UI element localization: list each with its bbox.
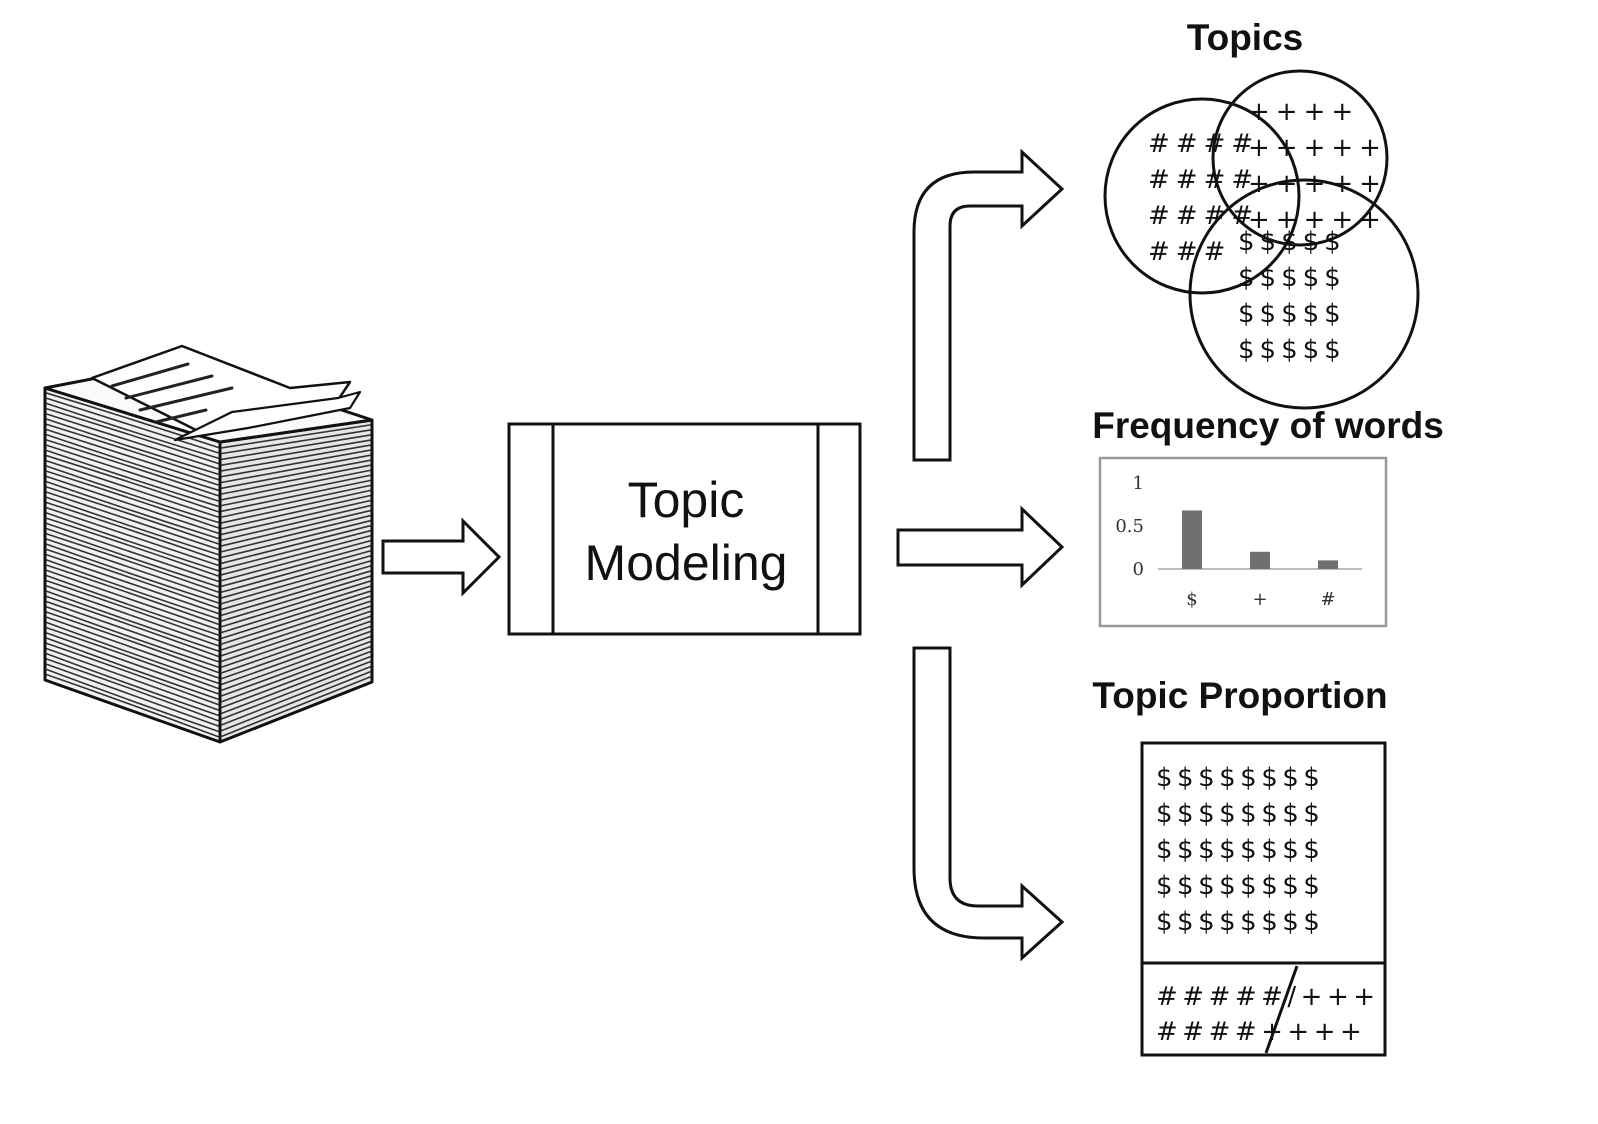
frequency-panel: Frequency of words 1 0.5 0 $ + #: [1092, 405, 1444, 628]
frequency-chart-frame: [1098, 456, 1388, 628]
box-label-line2: Modeling: [585, 535, 788, 591]
proportion-dollar-words: $$$$$$$$ $$$$$$$$ $$$$$$$$ $$$$$$$$ $$$$$$$$: [1156, 763, 1324, 937]
box-label-line1: Topic: [628, 472, 745, 528]
topic-circle-dollar: [1188, 178, 1420, 410]
plus-word-row: +++++: [1248, 205, 1387, 235]
proportion-mixed-row: ####++++: [1156, 1017, 1366, 1047]
topic-dollar-words: $$$$$ $$$$$ $$$$$ $$$$$: [1238, 227, 1346, 365]
proportion-panel: Topic Proportion $$$$$$$$$$$$$$$$$$$$$$$…: [1092, 675, 1388, 1057]
arrow-to-proportion: [912, 646, 1065, 962]
topic-plus-words: +++++++++++++++++++: [1248, 97, 1387, 235]
topic-modeling-box: Topic Modeling: [507, 422, 862, 636]
dollar-word-row: $$$$$: [1238, 335, 1346, 365]
y-tick-label: 1: [1133, 473, 1144, 494]
frequency-bar: [1182, 510, 1202, 569]
frequency-bar-chart: 1 0.5 0 $ + #: [1115, 473, 1362, 610]
frequency-bar: [1318, 560, 1338, 569]
proportion-dollar-row: $$$$$$$$: [1156, 763, 1324, 793]
arrow-to-frequency: [896, 505, 1065, 589]
hash-word-row: ####: [1148, 201, 1259, 231]
proportion-dollar-row: $$$$$$$$: [1156, 907, 1324, 937]
proportion-title: Topic Proportion: [1092, 675, 1387, 716]
y-tick-label: 0.5: [1115, 516, 1144, 537]
proportion-mixed-row: #####/+++: [1156, 982, 1380, 1012]
proportion-diagonal-divider: [1264, 965, 1299, 1054]
proportion-dollar-row: $$$$$$$$: [1156, 871, 1324, 901]
plus-word-row: ++++: [1248, 97, 1359, 127]
stack-of-documents-icon: [43, 344, 374, 744]
hash-word-row: ###: [1148, 237, 1231, 267]
topic-circle-plus: [1211, 69, 1389, 247]
proportion-document: [1140, 741, 1387, 1057]
dollar-word-row: $$$$$: [1238, 299, 1346, 329]
topics-panel: Topics ############### +++++++++++++++++…: [1103, 17, 1420, 410]
proportion-mixed-words: #####/+++ ####++++: [1156, 982, 1380, 1047]
frequency-title: Frequency of words: [1092, 405, 1444, 446]
topics-title: Topics: [1187, 17, 1304, 58]
frequency-bar: [1250, 551, 1270, 569]
x-category-label: $: [1186, 589, 1197, 610]
arrow-to-topics: [912, 148, 1065, 462]
x-category-label: +: [1252, 589, 1267, 610]
plus-word-row: +++++: [1248, 169, 1387, 199]
dollar-word-row: $$$$$: [1238, 227, 1346, 257]
input-arrow: [381, 517, 502, 597]
hash-word-row: ####: [1148, 129, 1259, 159]
plus-word-row: +++++: [1248, 133, 1387, 163]
hash-word-row: ####: [1148, 165, 1259, 195]
proportion-dollar-row: $$$$$$$$: [1156, 799, 1324, 829]
topic-hash-words: ###############: [1148, 129, 1259, 267]
x-category-label: #: [1320, 589, 1335, 610]
proportion-dollar-row: $$$$$$$$: [1156, 835, 1324, 865]
topic-circle-hash: [1103, 97, 1301, 295]
y-tick-label: 0: [1133, 559, 1144, 580]
dollar-word-row: $$$$$: [1238, 263, 1346, 293]
